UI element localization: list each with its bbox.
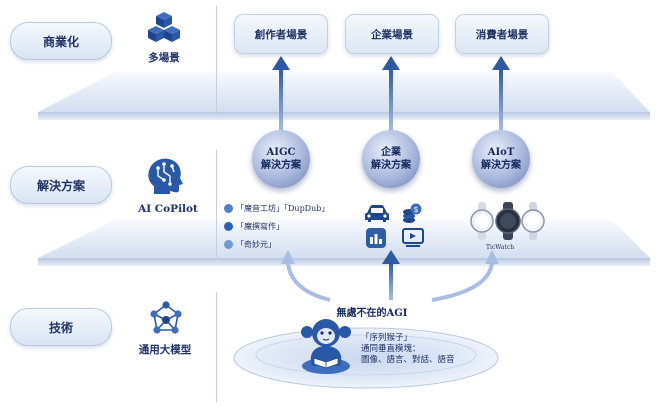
solutions-plane [38, 220, 650, 266]
row-solutions: 解決方案 [10, 166, 112, 204]
solution-aiot: AIoT 解決方案 [472, 130, 530, 188]
caption-general-model: 通用大模型 [138, 344, 192, 356]
divider-middle [216, 150, 217, 260]
video-icon [402, 228, 424, 247]
monkey-modules: 通同垂直模塊： [361, 344, 421, 354]
head-circuit-icon [148, 158, 183, 194]
monkey-icon [301, 319, 351, 374]
aigc-product-2: 「魔撰寫作」 [224, 221, 284, 232]
network-icon [150, 301, 182, 334]
caption-copilot: AI CoPilot [138, 203, 198, 215]
divider-bottom [216, 292, 217, 402]
coins-icon: $ [403, 203, 422, 223]
arrow-agi-to-aiot [431, 250, 499, 302]
row-technology: 技術 [10, 308, 112, 346]
divider-top [216, 6, 217, 116]
arrow-aiot-to-consumer [492, 56, 510, 132]
product-logo-icon [224, 222, 233, 231]
monkey-description: 「序列猴子」 通同垂直模塊： 圖像、語言、對話、語音 [361, 333, 455, 366]
arrow-agi-to-enterprise [382, 250, 400, 300]
agi-label: 無處不在的AGI [336, 308, 408, 319]
monkey-title: 「序列猴子」 [361, 333, 413, 343]
scene-enterprise: 企業場景 [345, 14, 439, 54]
product-logo-icon [224, 240, 233, 249]
arrow-enterprise-to-scene [382, 56, 400, 132]
aigc-product-3: 「奇妙元」 [224, 239, 276, 250]
commercial-plane [38, 72, 650, 120]
technology-disc [233, 327, 499, 389]
scene-creator: 創作者場景 [234, 14, 328, 54]
scene-consumer: 消費者場景 [455, 14, 549, 54]
chart-icon [366, 228, 386, 248]
solution-aigc: AIGC 解決方案 [252, 130, 310, 188]
product-logo-icon [224, 204, 233, 213]
caption-multi-scene: 多場景 [148, 52, 180, 64]
aigc-product-1: 「魔音工坊」「DupDub」 [224, 203, 329, 214]
ticwatch-label: TicWatch [486, 244, 515, 251]
row-commercial: 商業化 [10, 22, 112, 60]
solution-enterprise: 企業 解決方案 [362, 130, 420, 188]
arrow-aigc-to-creator [272, 56, 290, 132]
watch-icon [470, 202, 545, 240]
arrow-agi-to-aigc [281, 250, 331, 302]
blocks-icon [148, 12, 180, 42]
monkey-modalities: 圖像、語言、對話、語音 [361, 355, 455, 365]
car-icon [365, 205, 389, 222]
svg-text:$: $ [413, 205, 418, 214]
